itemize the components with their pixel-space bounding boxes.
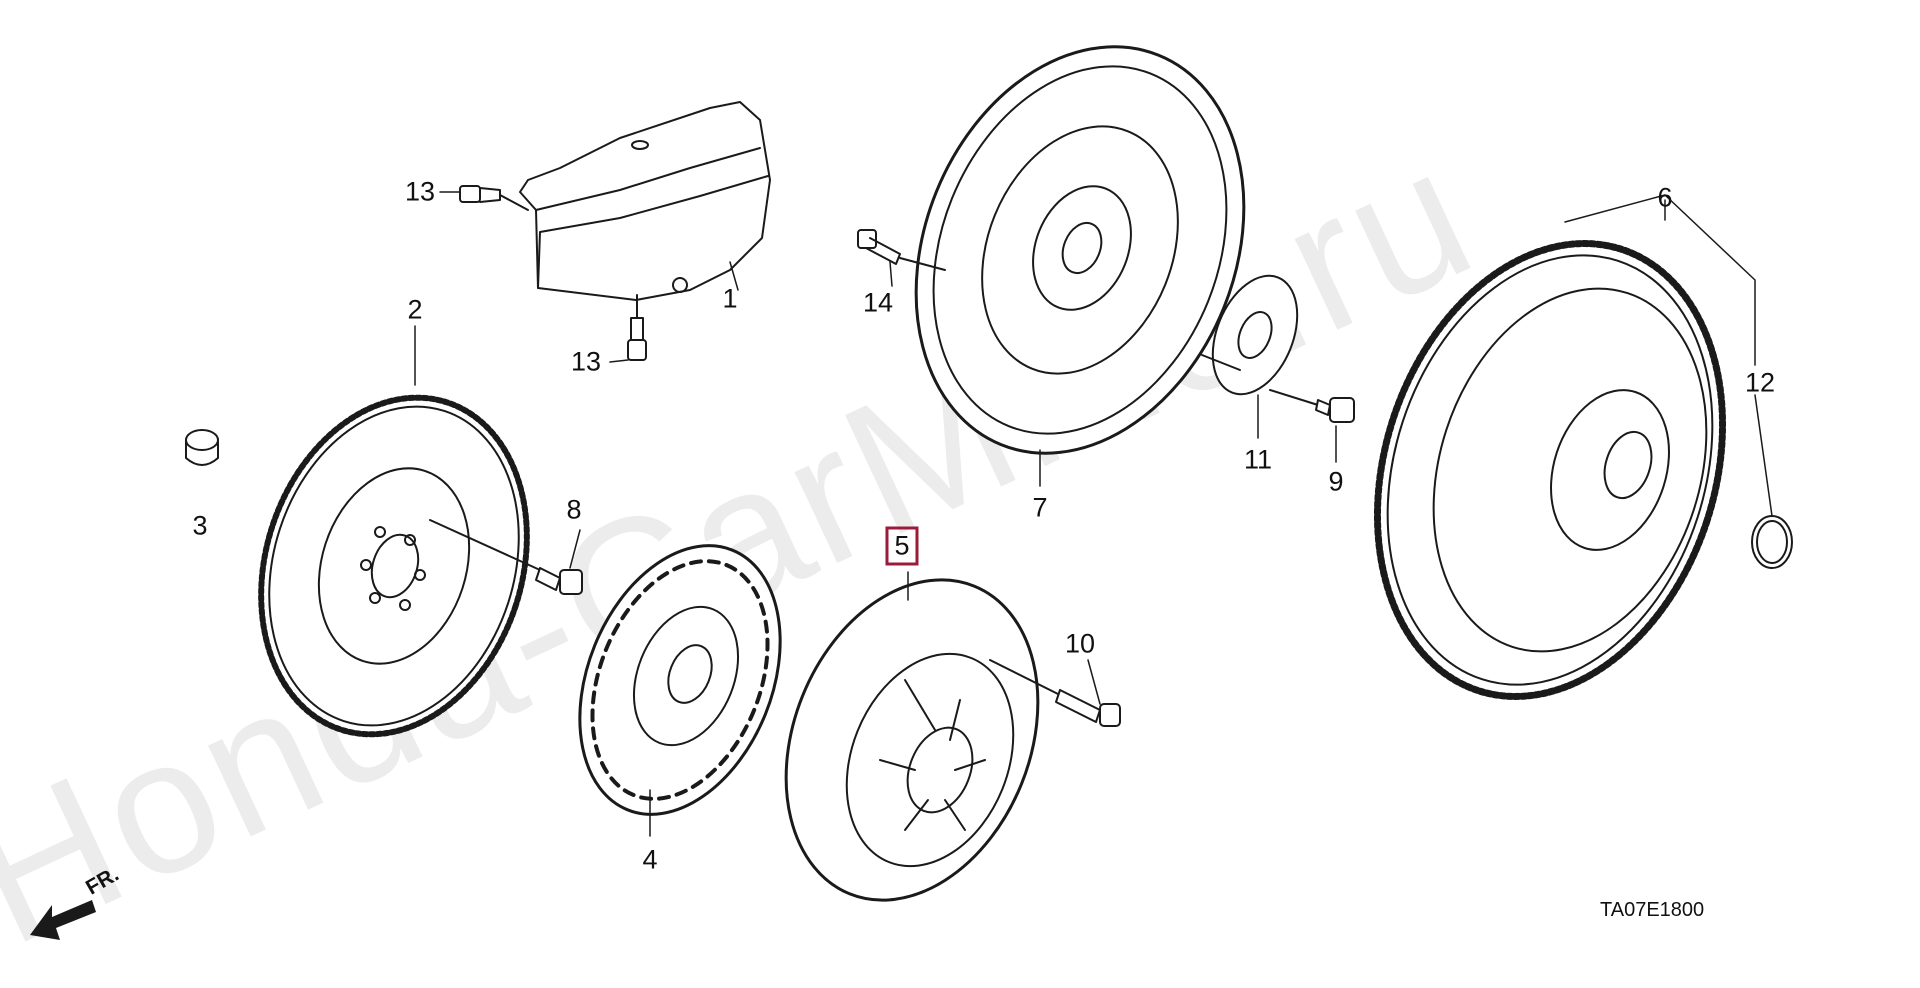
callout-12: 12	[1744, 367, 1776, 398]
bolt-10-part	[989, 659, 1121, 727]
leader-lines	[414, 191, 1773, 837]
callout-11: 11	[1243, 444, 1273, 475]
flywheel-part	[258, 394, 530, 738]
drive-plate-part	[914, 45, 1246, 455]
callout-10: 10	[1064, 628, 1096, 659]
parts-diagram	[30, 45, 1793, 940]
callout-13-upper: 13	[404, 176, 436, 207]
bolt-13-lower-part	[627, 294, 647, 361]
bolt-9-part	[1269, 389, 1355, 423]
washer-plate-part	[1201, 274, 1299, 396]
callout-8: 8	[566, 494, 582, 525]
callout-2: 2	[407, 294, 423, 325]
callout-14: 14	[862, 287, 894, 318]
bolt-8-part	[429, 519, 583, 595]
cover-plate-part	[519, 101, 771, 301]
callout-6: 6	[1657, 182, 1673, 213]
clutch-disc-part	[578, 544, 782, 816]
bushing-part	[185, 429, 219, 466]
callout-3: 3	[192, 510, 208, 541]
torque-converter-part	[1373, 240, 1727, 700]
front-direction-arrow	[30, 900, 96, 940]
callout-1: 1	[722, 283, 738, 314]
bolt-13-upper-part	[459, 185, 529, 211]
callout-13-lower: 13	[570, 346, 602, 377]
pressure-plate-part	[784, 578, 1040, 902]
callout-4: 4	[642, 844, 658, 875]
diagram-code: TA07E1800	[1600, 899, 1705, 921]
callout-9: 9	[1328, 466, 1344, 497]
bolt-14-part	[857, 229, 946, 271]
callout-5[interactable]: 5	[885, 526, 919, 566]
o-ring-part	[1751, 515, 1793, 569]
callout-7: 7	[1032, 492, 1048, 523]
